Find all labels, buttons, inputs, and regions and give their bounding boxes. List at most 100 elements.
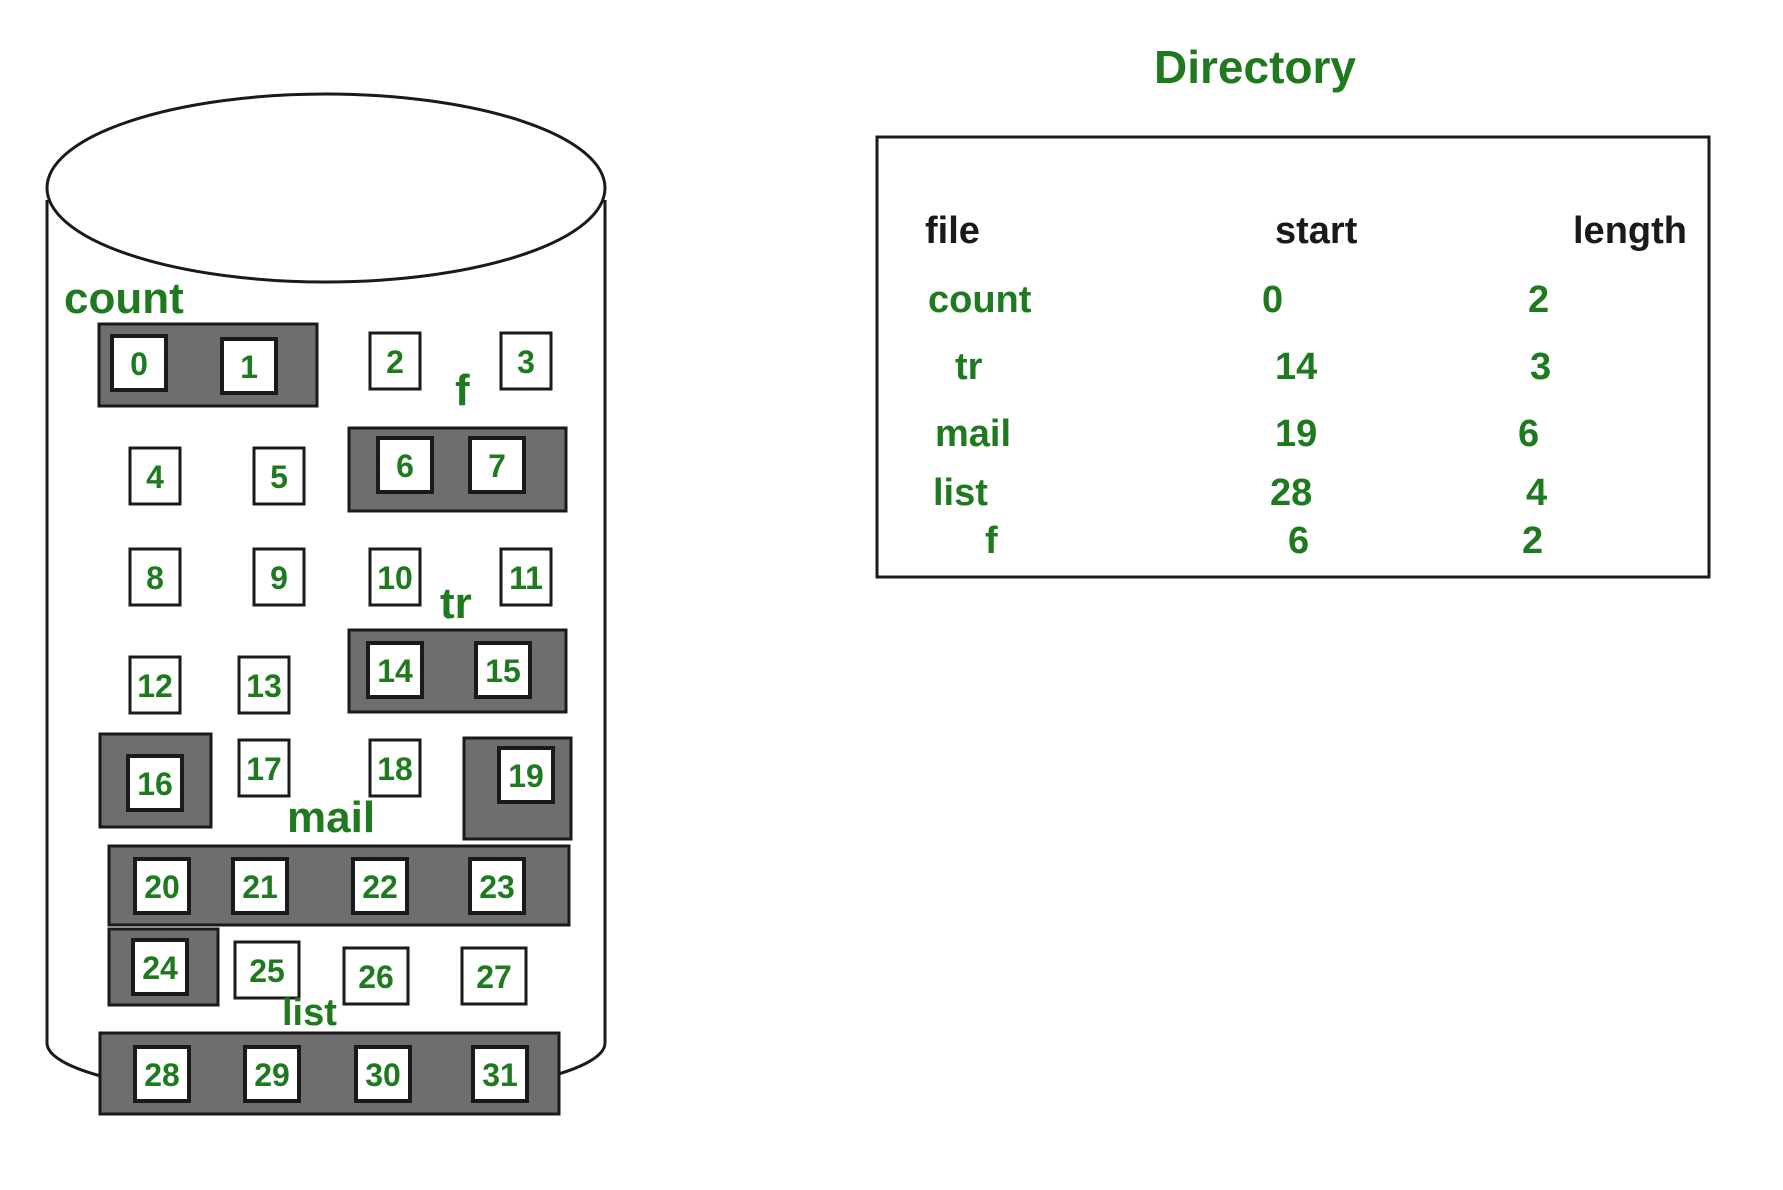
directory-title: Directory (1154, 41, 1356, 93)
disk-block-number: 30 (365, 1057, 401, 1093)
disk-block-number: 31 (482, 1057, 518, 1093)
disk-block: 2 (368, 331, 422, 391)
disk-block-number: 9 (270, 560, 288, 596)
row-length: 6 (1518, 413, 1539, 455)
row-file: mail (935, 413, 1011, 455)
disk-block-box (252, 547, 306, 607)
disk-block-number: 16 (137, 766, 173, 802)
disk-block: 23 (468, 857, 526, 915)
disk-block-box (126, 754, 184, 812)
disk-block-number: 11 (509, 560, 543, 596)
disk-block: 21 (231, 857, 289, 915)
disk-block-box (110, 334, 168, 392)
disk-block: 26 (342, 946, 410, 1006)
disk-block: 22 (351, 857, 409, 915)
disk-block-box (376, 436, 434, 494)
disk-block-number: 0 (130, 346, 148, 382)
disk-block-number: 1 (240, 349, 258, 385)
disk-block-box (354, 1045, 412, 1103)
header-file: file (925, 210, 980, 252)
disk-block: 29 (243, 1045, 301, 1103)
disk-block-box (460, 946, 528, 1006)
disk-block: 5 (252, 446, 306, 506)
row-file: list (933, 472, 988, 514)
disk-block-number: 14 (377, 653, 413, 689)
disk-block: 9 (252, 547, 306, 607)
disk-block-number: 21 (242, 869, 278, 905)
row-length: 3 (1530, 346, 1551, 388)
disk-block-number: 22 (362, 869, 398, 905)
disk-block-box (368, 547, 422, 607)
disk-block-number: 4 (146, 459, 164, 495)
disk-block: 10 (368, 547, 422, 607)
disk-block: 11 (499, 547, 553, 607)
disk-block-number: 28 (144, 1057, 180, 1093)
disk-block-number: 5 (270, 459, 288, 495)
disk-block: 12 (128, 655, 182, 715)
disk-block: 15 (474, 641, 532, 699)
disk-block-number: 20 (144, 869, 180, 905)
disk-block-number: 24 (142, 950, 178, 986)
disk-label-mail: mail (287, 793, 375, 842)
disk-block-box (128, 655, 182, 715)
disk-block-box (499, 331, 553, 391)
disk-label-f: f (455, 366, 470, 415)
row-start: 0 (1262, 279, 1283, 321)
row-length: 2 (1522, 520, 1543, 562)
disk-block: 27 (460, 946, 528, 1006)
row-file: f (985, 520, 998, 562)
disk-block-box (128, 547, 182, 607)
disk-block-number: 6 (396, 448, 414, 484)
row-start: 19 (1275, 413, 1317, 455)
disk-block-box (133, 857, 191, 915)
cylinder-top (45, 92, 607, 284)
disk-block-box (220, 337, 278, 395)
directory-table-border (875, 135, 1711, 579)
disk-block-box (237, 655, 291, 715)
disk-block-number: 18 (377, 751, 413, 787)
disk-block: 19 (497, 746, 555, 804)
disk-block-number: 29 (254, 1057, 290, 1093)
disk-block-box (497, 746, 555, 804)
disk-block-number: 7 (488, 448, 506, 484)
disk-block: 31 (471, 1045, 529, 1103)
disk-block: 13 (237, 655, 291, 715)
disk-block: 25 (233, 940, 301, 1000)
disk-block: 20 (133, 857, 191, 915)
disk-block-box (231, 857, 289, 915)
row-length: 4 (1526, 472, 1547, 514)
disk-block: 0 (110, 334, 168, 392)
disk-block-number: 19 (508, 758, 544, 794)
disk-block-box (351, 857, 409, 915)
disk-block-box (468, 436, 526, 494)
disk-label-list: list (282, 992, 337, 1034)
disk-block-number: 3 (517, 344, 535, 380)
disk-block: 6 (376, 436, 434, 494)
disk-block-number: 2 (386, 344, 404, 380)
disk-block-box (499, 547, 553, 607)
disk-block-number: 13 (246, 668, 282, 704)
header-length: length (1573, 210, 1687, 252)
disk-block: 16 (126, 754, 184, 812)
disk-block-number: 27 (476, 959, 512, 995)
disk-block: 3 (499, 331, 553, 391)
directory-table: file start length count 0 2 tr 14 3 mail… (875, 135, 1711, 579)
disk-block: 28 (133, 1045, 191, 1103)
disk-block-box (471, 1045, 529, 1103)
disk-block: 24 (131, 938, 189, 996)
disk-block-box (368, 738, 422, 798)
disk-block: 17 (237, 738, 291, 798)
disk-block: 1 (220, 337, 278, 395)
row-file: tr (955, 346, 983, 388)
disk-block-box (252, 446, 306, 506)
row-start: 28 (1270, 472, 1312, 514)
disk-block-number: 26 (358, 959, 394, 995)
disk-block-box (468, 857, 526, 915)
disk-block: 4 (128, 446, 182, 506)
disk-block-box (128, 446, 182, 506)
header-start: start (1275, 210, 1358, 252)
disk-block-box (474, 641, 532, 699)
disk-label-tr: tr (440, 579, 472, 628)
